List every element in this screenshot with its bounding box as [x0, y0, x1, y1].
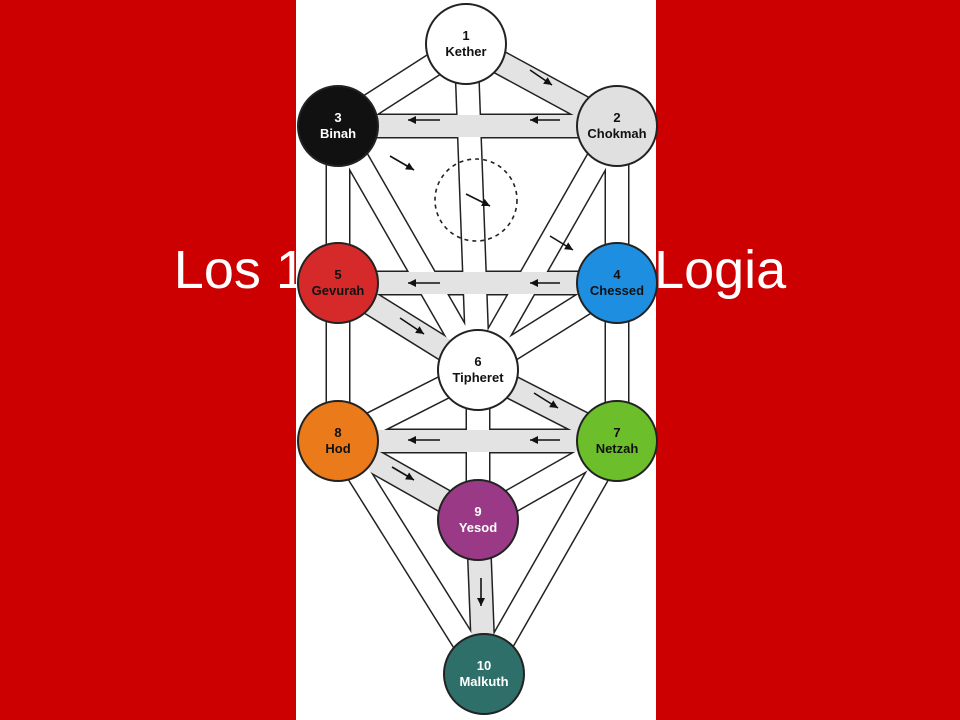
- arrow-icon-chokmah-binah-left: [408, 116, 416, 124]
- arrow-icon-chessed-gevurah-right: [530, 279, 538, 287]
- sefira-name: Yesod: [459, 520, 497, 535]
- sefira-number: 3: [334, 110, 341, 125]
- sefira-netzah: [576, 400, 658, 482]
- sefira-name: Netzah: [596, 441, 639, 456]
- sefira-number: 5: [334, 267, 341, 282]
- path-chokmah-tipheret: [468, 120, 627, 376]
- sefira-yesod: [437, 479, 519, 561]
- path-binah-tipheret: [328, 120, 488, 376]
- sefira-binah: [297, 85, 379, 167]
- arrow-icon-netzah-hod-right: [530, 436, 538, 444]
- sefira-name: Binah: [320, 126, 356, 141]
- arrow-icon-gevurah-tipheret: [415, 326, 424, 334]
- arrow-icon-chessed-gevurah-left: [408, 279, 416, 287]
- sefira-name: Chokmah: [587, 126, 646, 141]
- sefira-number: 7: [613, 425, 620, 440]
- sefira-chessed: [576, 242, 658, 324]
- arrow-icon-netzah-hod-left: [408, 436, 416, 444]
- sefira-number: 1: [462, 28, 469, 43]
- sefira-number: 6: [474, 354, 481, 369]
- arrow-icon-yesod-malkuth: [477, 598, 485, 606]
- path-netzah-malkuth: [474, 435, 627, 680]
- sefira-number: 8: [334, 425, 341, 440]
- arrow-icon-kether-chokmah: [543, 77, 552, 85]
- sefira-name: Chessed: [590, 283, 644, 298]
- arrow-icon-chokmah-binah-right: [530, 116, 538, 124]
- arrow-icon-daath-chessed: [564, 242, 573, 250]
- sefira-name: Gevurah: [312, 283, 365, 298]
- sefira-malkuth: [443, 633, 525, 715]
- daath-dashed-circle: [434, 158, 518, 242]
- sefira-gevurah: [297, 242, 379, 324]
- sefira-number: 10: [477, 658, 491, 673]
- arrow-icon-binah-daath: [405, 162, 414, 170]
- sefira-hod: [297, 400, 379, 482]
- sefira-number: 9: [474, 504, 481, 519]
- sefira-name: Malkuth: [459, 674, 508, 689]
- arrow-icon-tipheret-netzah: [549, 400, 558, 408]
- sefira-number: 2: [613, 110, 620, 125]
- arrow-icon-daath: [481, 198, 490, 206]
- sefira-tipheret: [437, 329, 519, 411]
- path-hod-malkuth: [328, 435, 494, 680]
- sefira-name: Hod: [325, 441, 350, 456]
- sefira-number: 4: [613, 267, 621, 282]
- path-kether-tipheret: [455, 43, 489, 371]
- sefira-chokmah: [576, 85, 658, 167]
- arrow-icon-hod-yesod: [405, 472, 414, 480]
- sefira-kether: [425, 3, 507, 85]
- sefira-name: Tipheret: [452, 370, 504, 385]
- sefira-name: Kether: [445, 44, 486, 59]
